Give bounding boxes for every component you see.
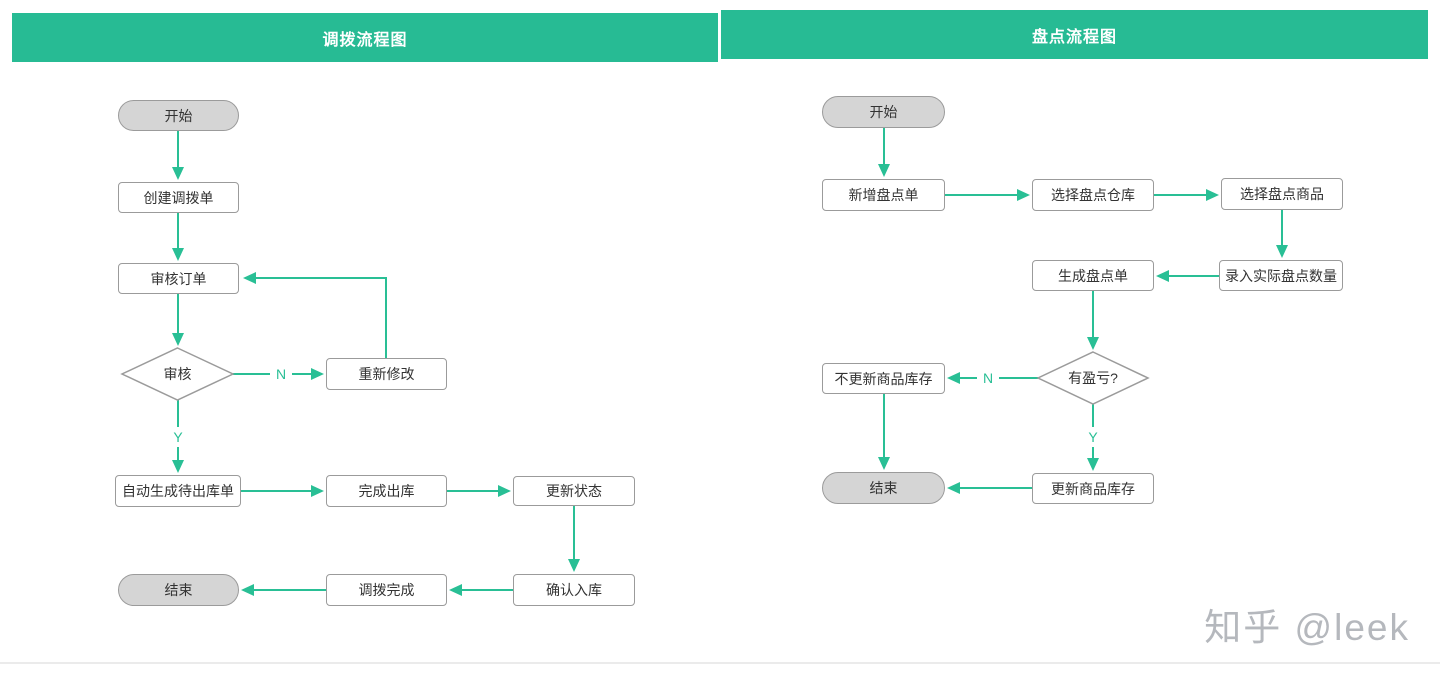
node-generate-count-order: 生成盘点单: [1032, 260, 1154, 291]
edge-modify-review-loop: [243, 272, 387, 358]
node-end-right: 结束: [822, 472, 945, 504]
node-select-warehouse: 选择盘点仓库: [1032, 179, 1154, 211]
node-end-left: 结束: [118, 574, 239, 606]
node-transfer-complete: 调拨完成: [326, 574, 447, 606]
branch-label-right-no: N: [977, 368, 999, 388]
node-auto-generate-outbound: 自动生成待出库单: [115, 475, 241, 507]
profit-loss-decision-diamond: [1036, 351, 1150, 405]
node-add-count-order: 新增盘点单: [822, 179, 945, 211]
node-confirm-inbound: 确认入库: [513, 574, 635, 606]
right-chart-header: 盘点流程图: [721, 10, 1428, 59]
left-chart-title: 调拨流程图: [322, 31, 408, 49]
node-start-right: 开始: [822, 96, 945, 128]
node-update-stock: 更新商品库存: [1032, 473, 1154, 504]
node-select-goods: 选择盘点商品: [1221, 178, 1343, 210]
branch-label-left-no: N: [270, 364, 292, 384]
node-create-transfer-order: 创建调拨单: [118, 182, 239, 213]
branch-label-left-yes: Y: [167, 427, 189, 447]
node-enter-actual-quantity: 录入实际盘点数量: [1219, 260, 1343, 291]
node-re-modify: 重新修改: [326, 358, 447, 390]
review-decision-diamond: [120, 347, 235, 401]
node-start-left: 开始: [118, 100, 239, 131]
node-profit-loss-decision-label: 有盈亏?: [1068, 370, 1118, 386]
node-update-status: 更新状态: [513, 476, 635, 506]
node-complete-outbound: 完成出库: [326, 475, 447, 507]
node-review-decision-label: 审核: [163, 366, 192, 382]
node-review-order: 审核订单: [118, 263, 239, 294]
branch-label-right-yes: Y: [1082, 427, 1104, 447]
watermark-text: 知乎 @leek: [1204, 607, 1410, 648]
right-chart-title: 盘点流程图: [1031, 28, 1117, 46]
bottom-divider-line: [0, 662, 1440, 664]
node-no-update-stock: 不更新商品库存: [822, 363, 945, 394]
left-chart-header: 调拨流程图: [12, 13, 718, 62]
